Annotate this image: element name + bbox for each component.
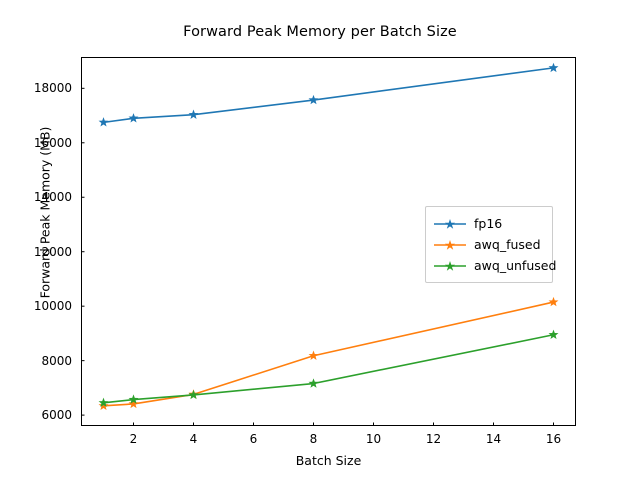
data-series-group: [98, 62, 559, 411]
y-tick-label: 8000: [41, 353, 72, 368]
y-tick-label: 18000: [33, 81, 72, 96]
legend-item-1: awq_fused: [433, 234, 544, 255]
y-tick-label: 12000: [33, 244, 72, 259]
x-tick-label: 16: [545, 432, 562, 446]
legend-label-awq-unfused: awq_unfused: [474, 258, 557, 273]
x-tick-label: 14: [485, 432, 502, 446]
legend[interactable]: fp16 awq_fused awq_unfused: [425, 206, 556, 283]
data-point-marker: [188, 389, 199, 400]
data-point-marker: [98, 400, 109, 411]
data-point-marker: [548, 62, 559, 73]
y-axis-tick-labels: 6000 8000 10000 12000 14000 16000 18000: [0, 0, 72, 480]
plot-area: [81, 62, 559, 426]
axis-ticks: [81, 87, 554, 426]
data-point-marker: [548, 296, 559, 307]
series-fp16: [98, 62, 559, 127]
series-line: [103, 67, 554, 124]
data-point-marker: [128, 394, 139, 404]
data-point-marker: [548, 329, 559, 339]
data-point-marker: [128, 398, 139, 409]
legend-line-marker-icon-0: [433, 217, 467, 231]
chart-title: Forward Peak Memory per Batch Size: [183, 24, 457, 40]
x-tick-label: 12: [425, 432, 442, 446]
x-tick-label: 4: [189, 432, 198, 446]
series-awq_unfused: [98, 329, 559, 408]
x-tick-label: 8: [309, 432, 318, 446]
series-awq_fused: [98, 296, 559, 411]
y-tick-label: 16000: [33, 135, 72, 150]
legend-item-0: fp16: [433, 213, 544, 234]
x-tick-label: 2: [129, 432, 138, 446]
series-line: [103, 301, 554, 407]
x-axis-tick-labels: 2 4 6 8 10 12 14 16: [0, 432, 640, 452]
y-tick-label: 10000: [33, 299, 72, 314]
data-point-marker: [98, 397, 109, 408]
data-point-marker: [98, 117, 109, 127]
legend-label-fp16: fp16: [474, 216, 503, 231]
x-tick-label: 10: [365, 432, 382, 446]
y-tick-label: 6000: [41, 408, 72, 423]
y-tick-label: 14000: [33, 190, 72, 205]
data-point-marker: [308, 350, 319, 360]
legend-line-marker-icon-2: [433, 259, 467, 273]
x-tick-label: 6: [249, 432, 258, 446]
legend-item-2: awq_unfused: [433, 255, 556, 276]
data-point-marker: [308, 378, 319, 388]
series-line: [103, 333, 554, 404]
data-point-marker: [188, 109, 199, 119]
x-axis-label: Batch Size: [295, 453, 362, 468]
legend-label-awq-fused: awq_fused: [474, 237, 541, 252]
data-point-marker: [128, 113, 139, 123]
data-point-marker: [308, 94, 319, 105]
legend-line-marker-icon-1: [433, 238, 467, 252]
